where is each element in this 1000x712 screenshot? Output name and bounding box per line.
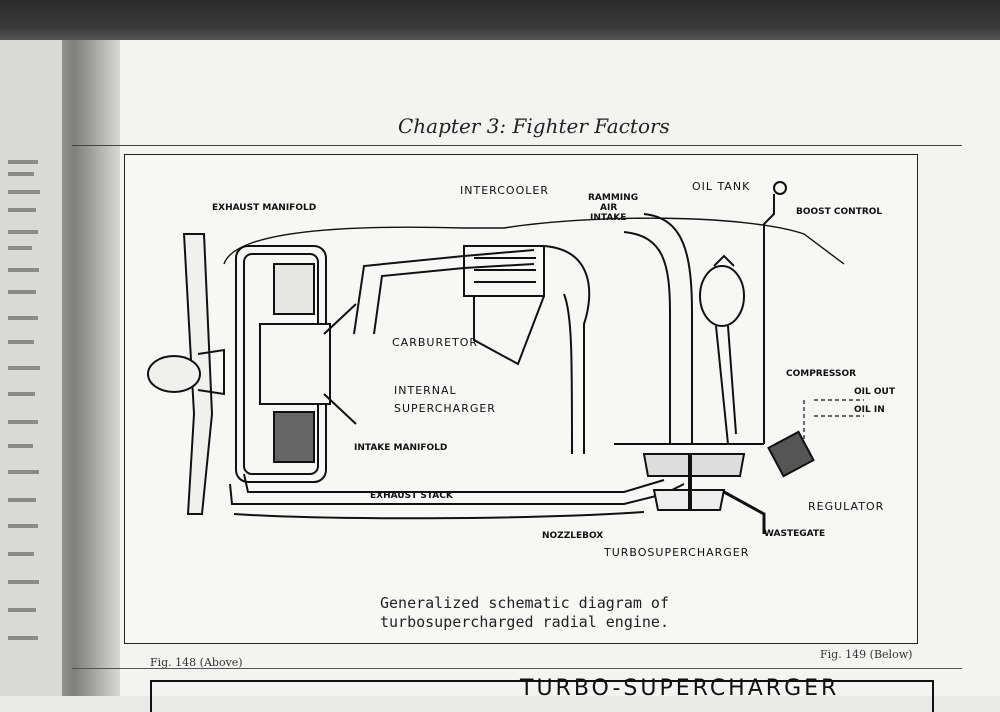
label-boost-control: BOOST CONTROL <box>796 207 882 217</box>
label-air: AIR <box>600 203 617 213</box>
ram-air-duct <box>643 213 693 444</box>
label-oil-tank: OIL TANK <box>692 180 750 193</box>
fig-148-note: Fig. 148 (Above) <box>150 656 243 669</box>
oil-tank-icon <box>699 265 745 327</box>
label-intake-manifold: INTAKE MANIFOLD <box>354 443 447 453</box>
label-exhaust-manifold: EXHAUST MANIFOLD <box>212 203 316 213</box>
caption-line-2: turbosupercharged radial engine. <box>380 613 669 631</box>
label-exhaust-stack: EXHAUST STACK <box>370 491 454 501</box>
label-intercooler: INTERCOOLER <box>460 184 549 197</box>
label-ramming: RAMMING <box>588 193 638 203</box>
facing-page-edge <box>0 40 62 696</box>
turbo-unit <box>614 443 766 534</box>
label-wastegate: WASTEGATE <box>764 529 825 539</box>
exhaust-stack <box>229 473 685 520</box>
label-carburetor: CARBURETOR <box>392 336 478 349</box>
figure-frame <box>124 154 918 644</box>
engine-block <box>235 245 357 483</box>
label-nozzlebox: NOZZLEBOX <box>542 531 603 541</box>
intercooler-ducts <box>353 245 591 455</box>
label-compressor: COMPRESSOR <box>786 369 856 379</box>
label-intake: INTAKE <box>590 213 626 223</box>
propeller-icon <box>147 233 225 515</box>
boost-control-line <box>763 194 775 444</box>
footer-rule <box>72 668 962 669</box>
label-regulator: REGULATOR <box>808 500 884 513</box>
caption-line-1: Generalized schematic diagram of <box>380 594 669 612</box>
scan-shadow-top <box>0 0 1000 40</box>
label-oil-out: OIL OUT <box>854 387 896 397</box>
label-internal: INTERNAL <box>394 384 457 397</box>
next-figure-title: TURBO-SUPERCHARGER <box>520 676 840 701</box>
figure-caption: Generalized schematic diagram of turbosu… <box>380 594 669 632</box>
fig-149-note: Fig. 149 (Below) <box>820 648 913 661</box>
label-oil-in: OIL IN <box>854 405 885 415</box>
regulator-icon <box>767 430 815 478</box>
turbo-engine-schematic: EXHAUST MANIFOLD INTERCOOLER RAMMING AIR… <box>147 180 896 559</box>
header-rule <box>72 145 962 146</box>
chapter-title: Chapter 3: Fighter Factors <box>398 114 670 138</box>
label-turbosupercharger: TURBOSUPERCHARGER <box>603 546 749 559</box>
label-supercharger: SUPERCHARGER <box>394 402 496 415</box>
